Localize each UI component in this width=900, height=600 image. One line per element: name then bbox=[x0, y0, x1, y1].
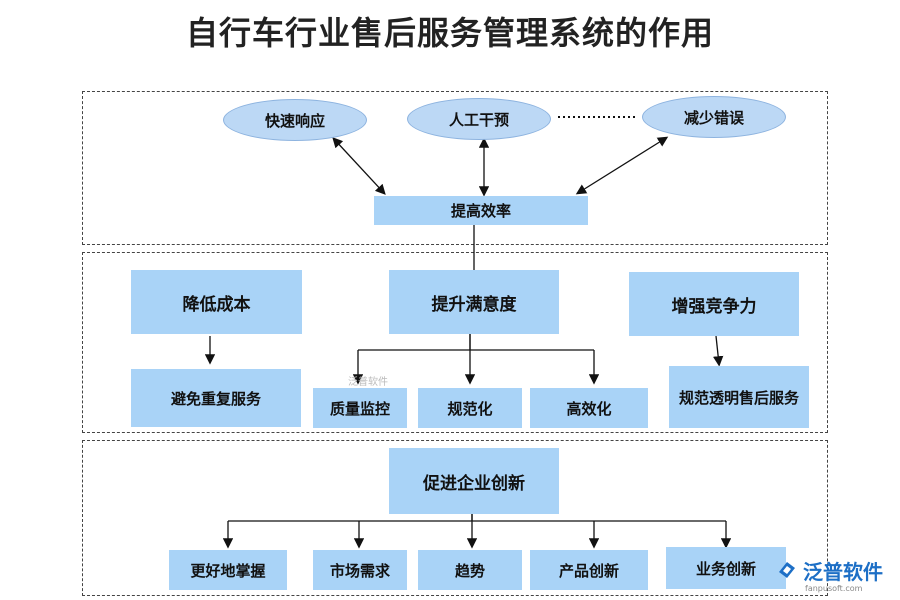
node-improve-efficiency: 提高效率 bbox=[374, 196, 588, 225]
node-business-innovation: 业务创新 bbox=[666, 547, 786, 589]
node-manual-intervention: 人工干预 bbox=[407, 98, 551, 140]
page-title: 自行车行业售后服务管理系统的作用 bbox=[185, 14, 714, 52]
node-product-innovation: 产品创新 bbox=[530, 550, 648, 590]
node-transparent-service: 规范透明售后服务 bbox=[669, 366, 809, 428]
node-reduce-errors: 减少错误 bbox=[642, 96, 786, 138]
brand-logo-icon bbox=[779, 562, 795, 578]
node-better-grasp: 更好地掌握 bbox=[169, 550, 287, 590]
watermark-url: fanpusoft.com bbox=[805, 584, 863, 593]
node-market-demand: 市场需求 bbox=[313, 550, 407, 590]
node-standardization: 规范化 bbox=[418, 388, 522, 428]
node-trend: 趋势 bbox=[418, 550, 522, 590]
node-avoid-repeat-service: 避免重复服务 bbox=[131, 369, 301, 427]
watermark-logo: 泛普软件 bbox=[775, 552, 895, 588]
middle-panel bbox=[82, 252, 828, 433]
node-promote-innovation: 促进企业创新 bbox=[389, 448, 559, 514]
watermark-small: 泛普软件 bbox=[348, 377, 388, 388]
node-improve-satisfaction: 提升满意度 bbox=[389, 270, 559, 334]
node-quick-response: 快速响应 bbox=[223, 99, 367, 141]
top-panel bbox=[82, 91, 828, 245]
node-quality-monitoring: 质量监控 bbox=[313, 388, 407, 428]
watermark-logo-text: 泛普软件 bbox=[803, 559, 883, 584]
node-high-efficiency: 高效化 bbox=[530, 388, 648, 428]
node-enhance-competitiveness: 增强竞争力 bbox=[629, 272, 799, 336]
node-reduce-cost: 降低成本 bbox=[131, 270, 302, 334]
bottom-panel bbox=[82, 440, 828, 596]
